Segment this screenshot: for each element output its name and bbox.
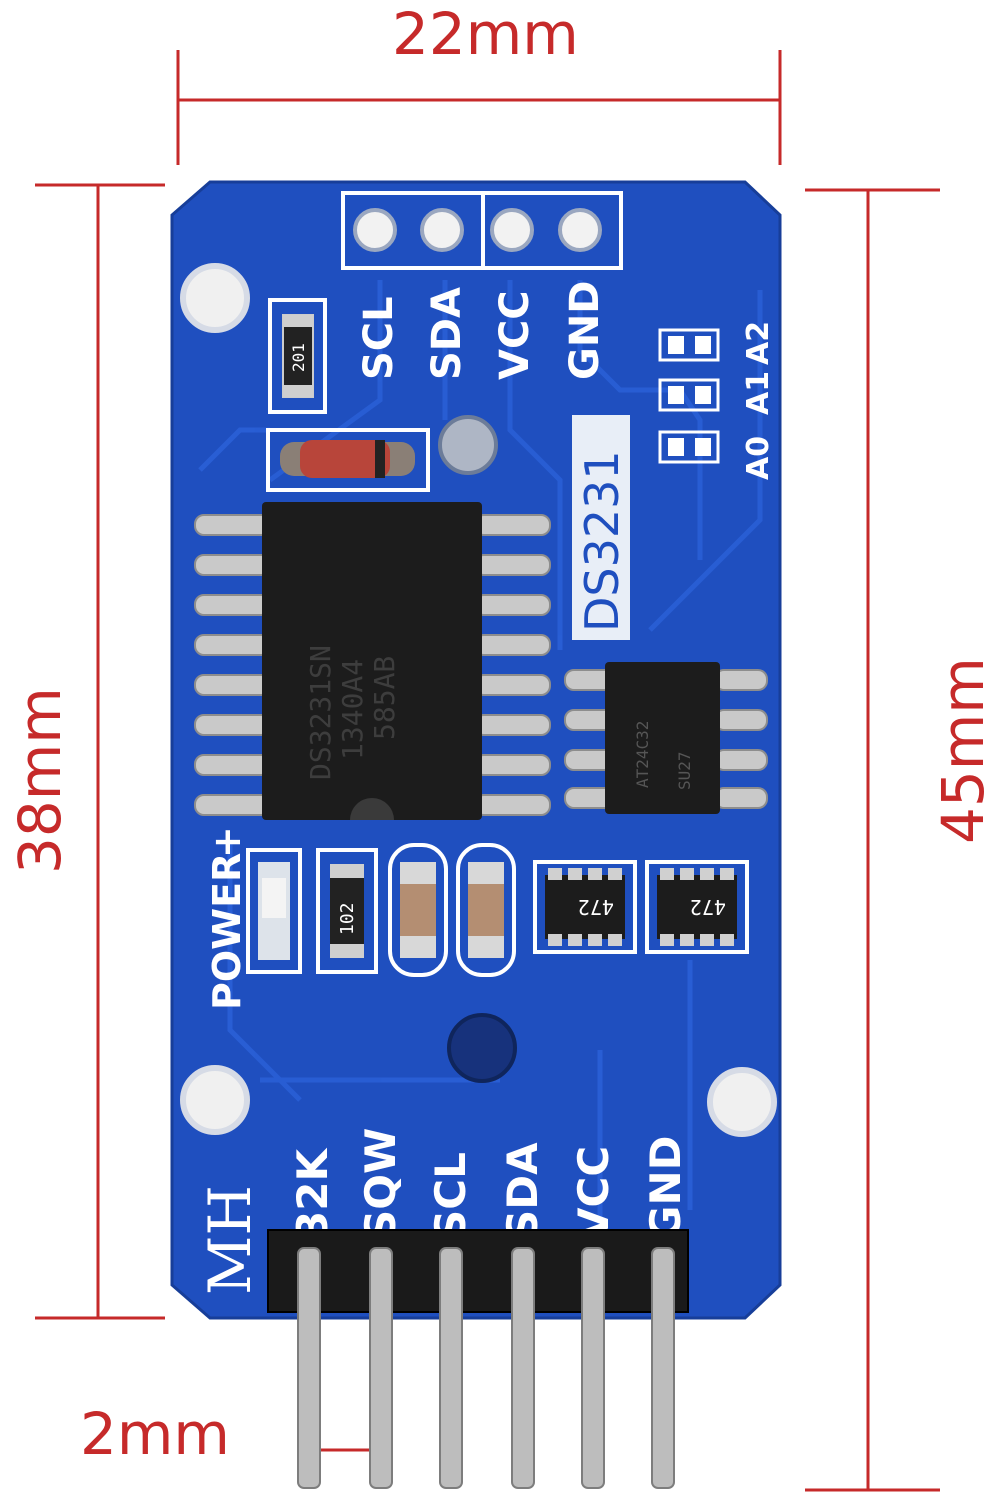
- address-jumpers: [658, 328, 720, 464]
- main-ic-marking-1: DS3231SN: [304, 645, 337, 780]
- top-pin-label-gnd: GND: [562, 280, 608, 380]
- main-ic-body: [262, 502, 482, 820]
- bottom-pin-label-vcc: VCC: [569, 1146, 618, 1240]
- resistor-102: 102: [316, 848, 378, 974]
- power-plus-sign: +: [205, 826, 249, 858]
- resistor-201: 201: [268, 298, 327, 414]
- capacitor-1: [388, 843, 448, 977]
- bottom-pin-label-sda: SDA: [498, 1142, 547, 1240]
- main-ic-marking-3: 585AB: [368, 656, 401, 740]
- array-code-2: 472: [690, 895, 726, 919]
- chip-label-box: [572, 415, 630, 640]
- power-label: POWER: [205, 853, 249, 1010]
- diode: [266, 428, 430, 492]
- main-ic-right-pins: [474, 514, 551, 816]
- dimension-lines: [35, 50, 940, 1492]
- width-dimension-label: 22mm: [392, 0, 579, 68]
- address-label-a2: A2: [741, 321, 776, 365]
- bottom-pin-label-gnd: GND: [641, 1136, 690, 1241]
- top-pin-label-sda: SDA: [424, 287, 470, 380]
- power-led: [246, 848, 302, 974]
- top-header: [341, 191, 623, 270]
- main-ic-marking-2: 1340A4: [336, 659, 369, 760]
- main-ic-left-pins: [194, 514, 271, 816]
- mounting-holes: [180, 263, 777, 1137]
- bottom-via: [447, 1013, 517, 1083]
- top-pin-label-vcc: VCC: [492, 290, 538, 380]
- eeprom-marking-2: SU27: [675, 751, 694, 790]
- array-code-1: 472: [578, 895, 614, 919]
- bottom-pin-label-sqw: SQW: [356, 1128, 405, 1240]
- address-label-a0: A0: [741, 436, 776, 480]
- eeprom-marking-1: AT24C32: [633, 721, 652, 788]
- capacitor-2: [456, 843, 516, 977]
- brand-label: MH: [196, 1185, 264, 1295]
- address-label-a1: A1: [741, 371, 776, 415]
- bottom-pin-label-scl: SCL: [426, 1152, 475, 1240]
- resistor-code-201: 201: [289, 343, 308, 372]
- chip-label: DS3231: [575, 450, 629, 632]
- bottom-header-pins: [297, 1247, 675, 1489]
- bottom-pin-label-32k: 32K: [288, 1148, 337, 1240]
- top-pin-label-scl: SCL: [356, 296, 402, 380]
- pin-pitch-dimension-label: 2mm: [80, 1400, 230, 1468]
- pcb-traces: [198, 280, 763, 1230]
- resistor-array-2: 472: [645, 860, 749, 954]
- resistor-array-1: 472: [533, 860, 637, 954]
- battery-contact: [438, 415, 498, 475]
- resistor-code-102: 102: [337, 902, 358, 935]
- eeprom-body: [605, 662, 720, 814]
- bottom-header-housing: [267, 1229, 689, 1313]
